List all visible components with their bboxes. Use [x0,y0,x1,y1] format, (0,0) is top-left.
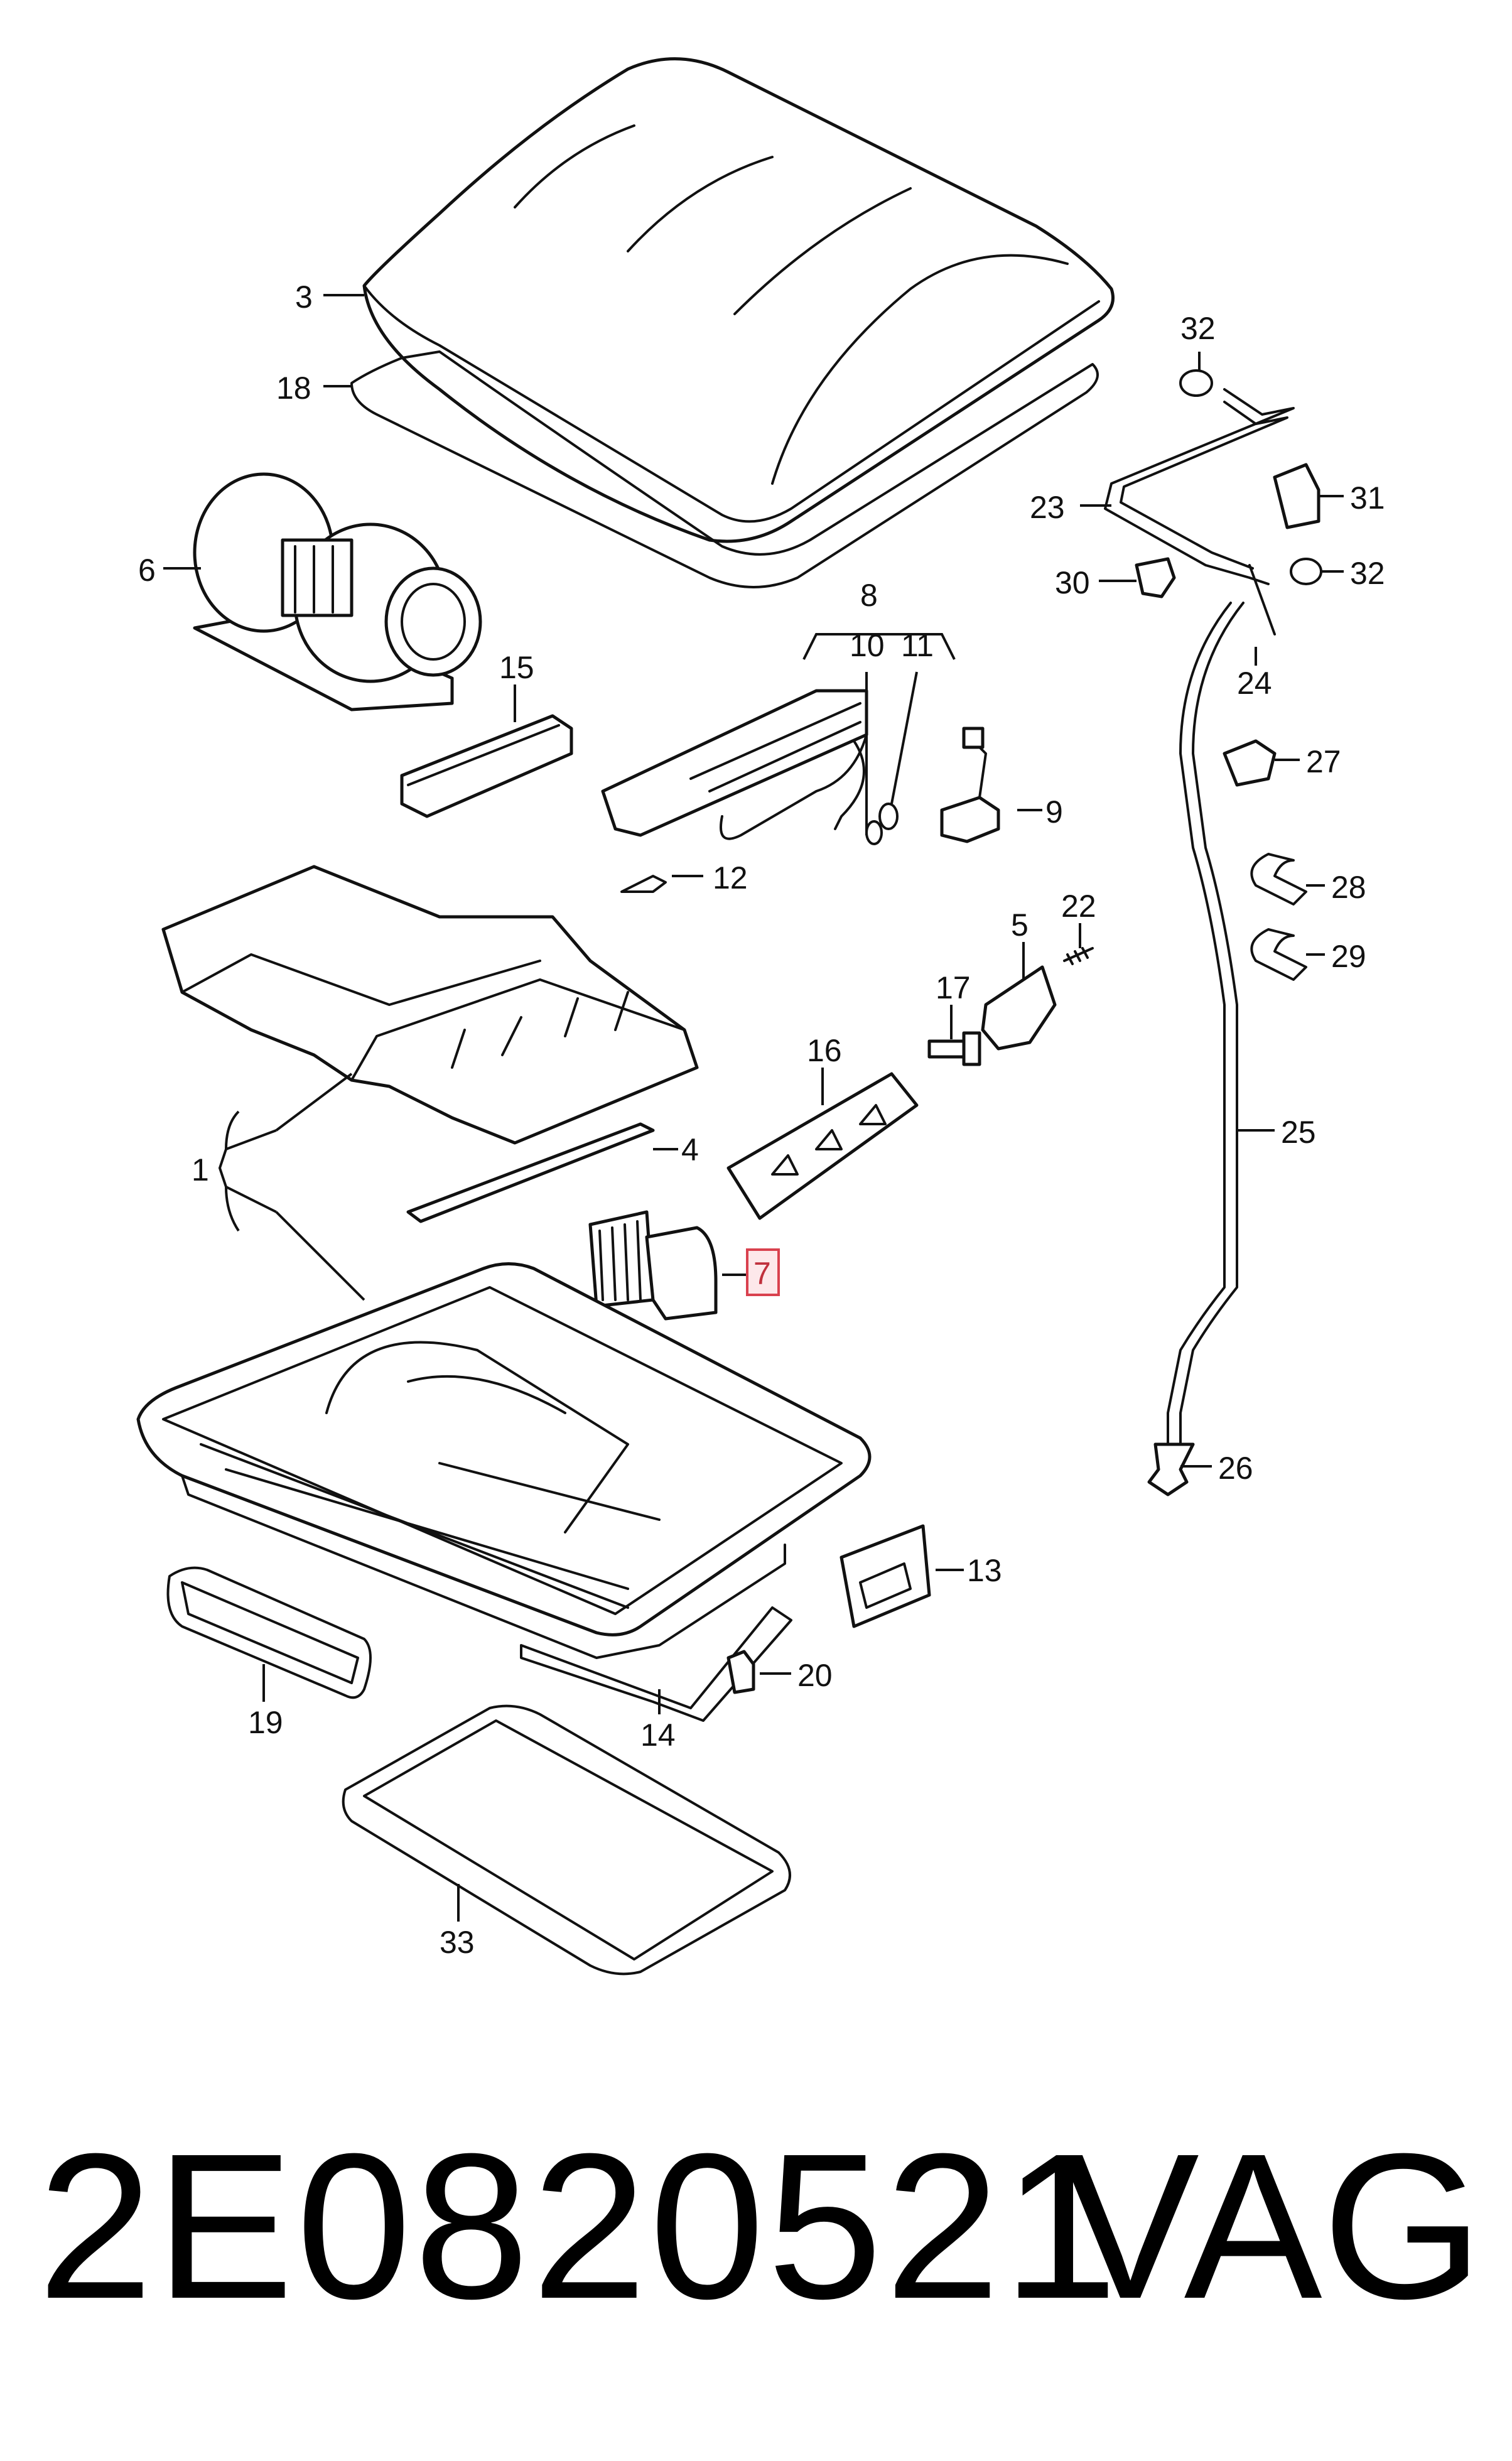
part-number-caption: 2E0820521 [38,2110,1121,2342]
part-clip-29 [1250,928,1307,981]
part-temperature-sensor [940,727,1000,843]
part-drain-fitting [1147,1442,1195,1496]
callout-33: 33 [440,1925,475,1960]
callout-29: 29 [1331,939,1366,974]
part-hose-clamp-32a [1179,369,1213,397]
part-small-clip-12 [620,875,667,893]
callout-20: 20 [797,1658,833,1693]
callout-28: 28 [1331,870,1366,905]
part-retainer-31 [1273,463,1320,529]
callout-5: 5 [1011,907,1029,943]
part-flap-strip [726,1072,919,1220]
part-seal-frame [166,1566,372,1699]
part-distribution-housing-upper [161,865,699,1145]
callout-22: 22 [1061,889,1096,924]
callout-23: 23 [1030,490,1065,525]
callout-32-top: 32 [1180,311,1216,346]
part-bolt-17 [927,1031,981,1066]
callout-25: 25 [1281,1115,1316,1150]
callout-26: 26 [1218,1451,1253,1486]
part-cover-plate [840,1524,931,1628]
callout-14: 14 [640,1717,676,1753]
callout-17: 17 [936,970,971,1005]
callout-32-bottom: 32 [1350,556,1385,591]
callout-13: 13 [967,1553,1002,1588]
part-o-ring-10 [865,820,883,845]
part-hose-clamp-32b [1290,558,1322,585]
callout-1: 1 [192,1152,209,1187]
callout-19: 19 [248,1705,283,1740]
part-tray-gasket [342,1704,791,1976]
callout-3: 3 [295,279,313,315]
callout-12: 12 [713,860,748,895]
manufacturer-caption: VAG [1061,2110,1484,2342]
callout-30: 30 [1055,565,1090,600]
callout-27: 27 [1306,744,1341,779]
part-screw-22 [1063,947,1094,965]
part-o-ring-11 [878,803,899,830]
part-clip-20 [726,1650,755,1694]
callout-31: 31 [1350,480,1385,516]
callout-24: 24 [1237,666,1272,701]
callout-8: 8 [860,578,878,613]
callout-10: 10 [850,628,885,663]
callout-16: 16 [807,1033,842,1068]
part-housing-cover [362,57,1115,543]
part-clip-27 [1223,739,1277,787]
callout-7: 7 [753,1256,771,1291]
callout-6: 6 [138,553,156,588]
callout-7-highlight-box [746,1248,780,1296]
callout-18: 18 [276,371,311,406]
callout-11: 11 [901,628,934,663]
part-blower-resistor [588,1210,718,1321]
part-drain-hose [1104,388,1295,1446]
part-clip-30 [1135,557,1176,598]
callout-9: 9 [1045,794,1063,830]
part-filter-strip [400,714,573,818]
part-cover-gasket [350,350,1099,588]
part-blower-motor [193,472,482,711]
part-clip-28 [1250,853,1307,906]
part-filter-element [406,1122,655,1223]
callout-4: 4 [681,1132,699,1167]
part-actuator-bracket [981,965,1057,1051]
part-evaporator [601,689,868,840]
part-housing-base [136,1262,872,1659]
callout-labels: 3 18 6 15 8 10 11 9 12 22 5 17 16 4 1 7 … [138,279,1385,1960]
callout-15: 15 [499,650,534,685]
leader-lines [163,294,1344,1922]
